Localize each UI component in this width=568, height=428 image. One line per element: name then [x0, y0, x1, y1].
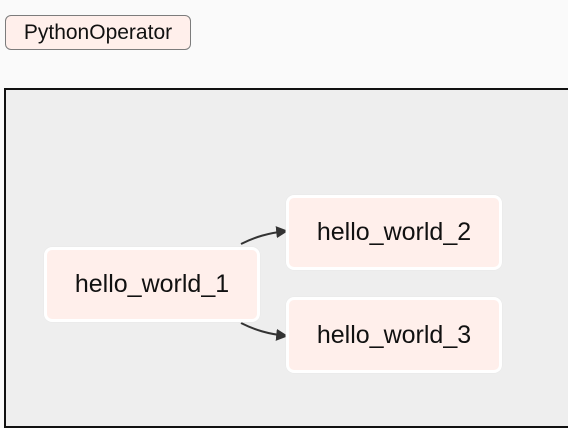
edge-hello-world-1-to-hello-world-2 [240, 226, 289, 245]
task-node-hello-world-1[interactable]: hello_world_1 [44, 247, 260, 322]
dag-edges [240, 226, 289, 341]
edge-hello-world-1-to-hello-world-3 [240, 322, 289, 341]
task-node-hello-world-2[interactable]: hello_world_2 [286, 195, 502, 270]
operator-legend-python[interactable]: PythonOperator [5, 15, 191, 50]
task-node-hello-world-3[interactable]: hello_world_3 [286, 297, 502, 373]
